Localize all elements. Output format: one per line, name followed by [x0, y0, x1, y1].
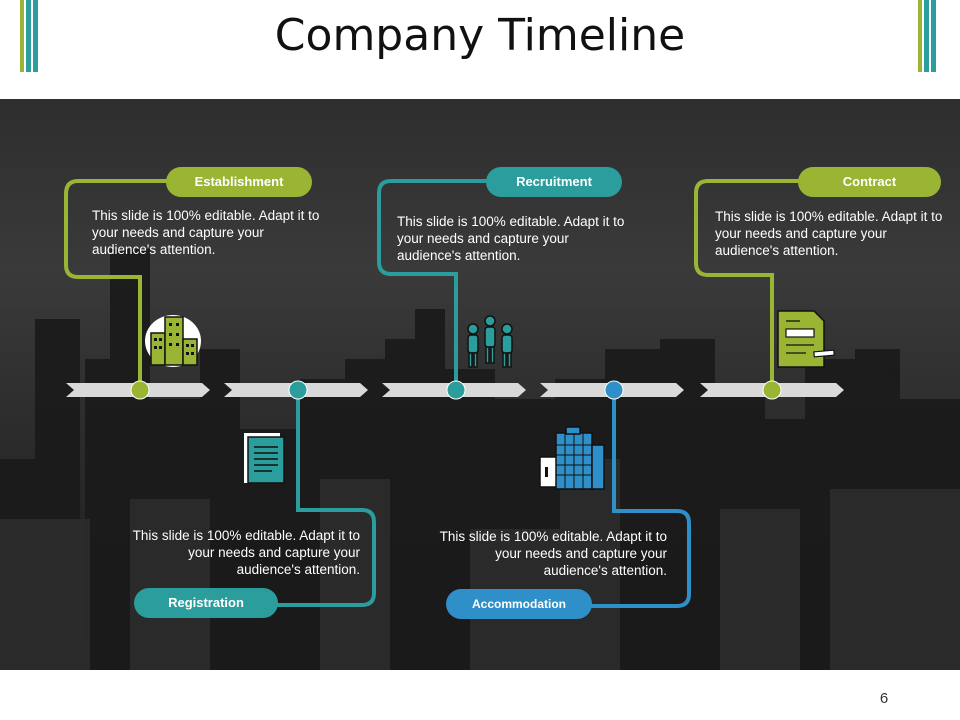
- dot-establishment: [130, 380, 150, 400]
- label-establishment: Establishment: [166, 167, 312, 197]
- document-icon: [244, 433, 285, 484]
- connector-establishment: [64, 179, 168, 382]
- connector-contract: [694, 179, 800, 382]
- slide-title: Company Timeline: [274, 10, 686, 61]
- right-accent-bars: [918, 0, 940, 72]
- dot-registration: [288, 380, 308, 400]
- label-recruitment: Recruitment: [486, 167, 622, 197]
- description-recruitment: This slide is 100% editable. Adapt it to…: [397, 214, 625, 263]
- connector-registration: [276, 398, 376, 607]
- page-number: 6: [879, 690, 889, 707]
- description-registration: This slide is 100% editable. Adapt it to…: [132, 528, 360, 577]
- description-accommodation: This slide is 100% editable. Adapt it to…: [439, 529, 667, 578]
- dot-accommodation: [604, 380, 624, 400]
- dot-contract: [762, 380, 782, 400]
- timeline: Establishment Registration Recruitment A…: [0, 99, 960, 670]
- contract-document-icon: [777, 310, 835, 368]
- label-accommodation: Accommodation: [446, 589, 592, 619]
- city-buildings-icon: [145, 315, 201, 367]
- description-establishment: This slide is 100% editable. Adapt it to…: [92, 208, 320, 257]
- description-contract: This slide is 100% editable. Adapt it to…: [715, 209, 943, 258]
- left-accent-bars: [20, 0, 42, 72]
- connector-accommodation: [590, 398, 691, 608]
- label-contract: Contract: [798, 167, 941, 197]
- label-registration: Registration: [134, 588, 278, 618]
- connector-recruitment: [377, 179, 488, 382]
- team-people-icon: [467, 315, 513, 368]
- office-building-icon: [539, 426, 605, 490]
- dot-recruitment: [446, 380, 466, 400]
